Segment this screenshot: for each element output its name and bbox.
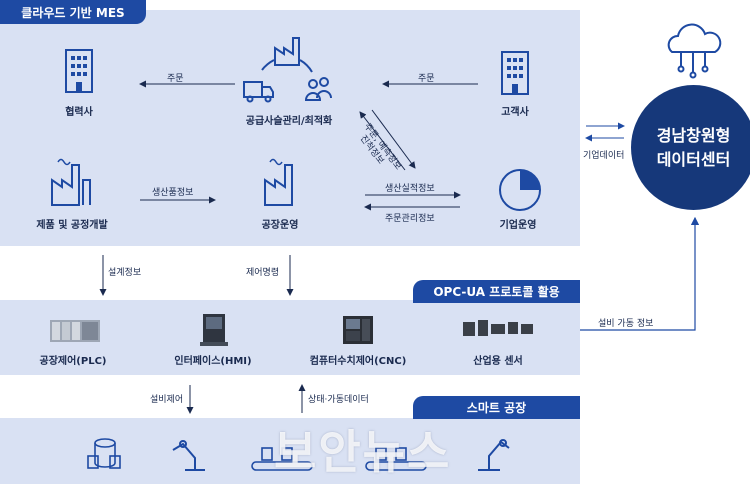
product-dev-label: 제품 및 공정개발 — [36, 220, 108, 231]
plc-icon — [50, 320, 100, 342]
order-right-label: 주문 — [418, 74, 435, 84]
customer-label: 고객사 — [501, 107, 529, 118]
arrow-progress — [359, 111, 406, 171]
equipment-control-label: 설비제어 — [150, 395, 184, 405]
plant-ops-label: 공장운영 — [261, 220, 299, 231]
supply-chain-icon — [243, 37, 332, 103]
watermark-text: 보안뉴스 — [274, 425, 452, 479]
data-center-line1: 경남창원형 — [656, 125, 731, 145]
mes-title: 클라우드 기반 MES — [0, 0, 146, 24]
partner-label: 협력사 — [65, 107, 93, 118]
enterprise-data-label: 기업데이터 — [583, 151, 625, 161]
factory-icon — [51, 158, 91, 206]
plant-factory-icon — [264, 158, 293, 206]
design-info-label: 설계정보 — [108, 268, 142, 278]
smart-factory-title: 스마트 공장 — [413, 396, 580, 419]
hmi-icon — [200, 314, 228, 346]
arrow-order-forecast — [371, 109, 416, 169]
sensor-icon — [463, 320, 533, 336]
mes-panel — [0, 10, 580, 246]
server-stack-icon — [87, 438, 121, 469]
arrow-equipment-to-center — [580, 216, 700, 331]
sensor-label: 산업용 센서 — [473, 356, 523, 367]
smart-factory-panel — [0, 418, 580, 484]
production-perf-label: 생산실적정보 — [385, 184, 435, 194]
cloud-icon — [667, 23, 722, 79]
plc-label: 공장제어(PLC) — [39, 356, 107, 367]
cnc-label: 컴퓨터수치제어(CNC) — [309, 356, 407, 367]
product-info-label: 생산품정보 — [152, 188, 194, 198]
control-cmd-label: 제어명령 — [246, 268, 280, 278]
status-data-label: 상태·가동데이터 — [308, 395, 369, 405]
pie-chart-icon — [499, 169, 541, 211]
building-icon — [65, 49, 93, 93]
robot-arm-right-icon — [478, 439, 510, 471]
data-center-circle: 경남창원형 데이터센터 — [631, 85, 750, 210]
supply-chain-label: 공급사슬관리/최적화 — [245, 116, 333, 127]
data-center-line2: 데이터센터 — [656, 149, 731, 169]
order-mgmt-label: 주문관리정보 — [385, 214, 435, 224]
conveyor-right-icon — [365, 447, 427, 471]
equipment-status-label: 설비 가동 정보 — [598, 319, 654, 329]
conveyor-icon — [251, 447, 313, 471]
enterprise-ops-label: 기업운영 — [499, 220, 537, 231]
customer-building-icon — [501, 51, 529, 95]
opc-title: OPC-UA 프로토콜 활용 — [413, 280, 580, 303]
order-left-label: 주문 — [167, 74, 184, 84]
hmi-label: 인터페이스(HMI) — [174, 356, 252, 367]
cnc-icon — [343, 316, 373, 344]
robot-arm-icon — [172, 440, 205, 471]
